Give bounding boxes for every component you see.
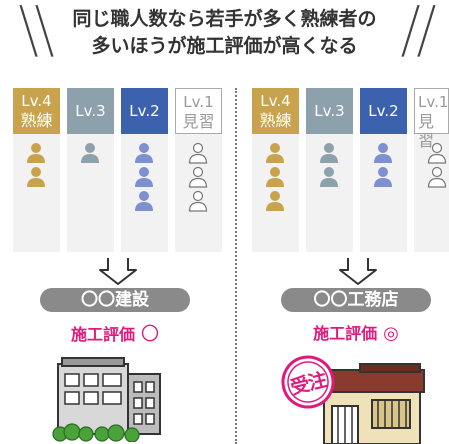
worker-lv3-icon [320,143,338,163]
lv2-code: Lv.2 [129,102,160,120]
stamp-ring-icon [281,355,335,409]
headline: 同じ職人数なら若手が多く熟練者の 多いほうが施工評価が高くなる [0,6,449,60]
rating-label-right: 施工評価 [313,324,378,343]
lv4-name: 熟練 [20,111,53,130]
lv1-code: Lv.1 [418,93,449,111]
shop-building-icon [319,363,425,444]
worker-lv2-icon [374,143,392,163]
lv1-badge: Lv.1 見習 [175,88,222,134]
rating-mark-left: 〇 [141,324,159,345]
lv1-code: Lv.1 [183,93,214,111]
left-col-lv4: Lv.4 熟練 [13,88,60,252]
headline-line2: 多いほうが施工評価が高くなる [91,35,358,57]
down-arrow-icon [99,258,137,285]
lv1-badge: Lv.1 見習 [414,88,449,150]
worker-lv1-icon [188,166,208,188]
rating-right: 施工評価 ◎ [281,320,431,344]
worker-lv2-icon [374,167,392,187]
worker-lv2-icon [135,143,153,163]
order-stamp: 受注 [274,348,342,416]
worker-lv2-icon [135,167,153,187]
lv4-badge: Lv.4 熟練 [252,88,299,134]
right-col-lv4: Lv.4 熟練 [252,88,299,252]
lv3-code: Lv.3 [75,102,106,120]
company-pill-left: 〇〇建設 [40,288,190,312]
worker-lv4-icon [266,167,284,187]
worker-lv4-icon [266,143,284,163]
lv4-name: 熟練 [259,111,292,130]
worker-lv4-icon [266,191,284,211]
right-col-lv3: Lv.3 [306,88,353,252]
lv2-badge: Lv.2 [121,88,168,134]
down-arrow-icon [339,258,377,285]
rating-label-left: 施工評価 [70,325,135,344]
lv4-code: Lv.4 [21,92,52,110]
lv1-name: 見習 [182,112,215,131]
rating-mark-right: ◎ [383,323,399,344]
right-col-lv2: Lv.2 [360,88,407,252]
worker-lv1-icon [188,142,208,164]
left-slash-decoration: ╲╲ [20,6,53,57]
worker-lv1-icon [188,190,208,212]
worker-lv1-icon [427,166,447,188]
lv4-badge: Lv.4 熟練 [13,88,60,134]
lv3-badge: Lv.3 [306,88,353,134]
lv3-badge: Lv.3 [67,88,114,134]
lv2-code: Lv.2 [368,102,399,120]
right-col-lv1: Lv.1 見習 [414,88,449,252]
lv4-code: Lv.4 [260,92,291,110]
left-col-lv1: Lv.1 見習 [175,88,222,252]
left-col-lv2: Lv.2 [121,88,168,252]
worker-lv4-icon [27,167,45,187]
worker-lv3-icon [320,167,338,187]
headline-line1: 同じ職人数なら若手が多く熟練者の [72,8,377,30]
rating-left: 施工評価〇 [40,320,190,346]
company-pill-right: 〇〇工務店 [281,288,431,312]
lv1-name: 見習 [418,112,435,150]
worker-lv4-icon [27,143,45,163]
worker-lv2-icon [135,191,153,211]
worker-lv1-icon [427,142,447,164]
lv2-badge: Lv.2 [360,88,407,134]
lv3-code: Lv.3 [314,102,345,120]
right-slash-decoration: ╱╱ [402,6,435,57]
office-building-icon [52,357,161,442]
worker-lv3-icon [81,143,99,163]
left-col-lv3: Lv.3 [67,88,114,252]
center-divider [235,88,237,444]
